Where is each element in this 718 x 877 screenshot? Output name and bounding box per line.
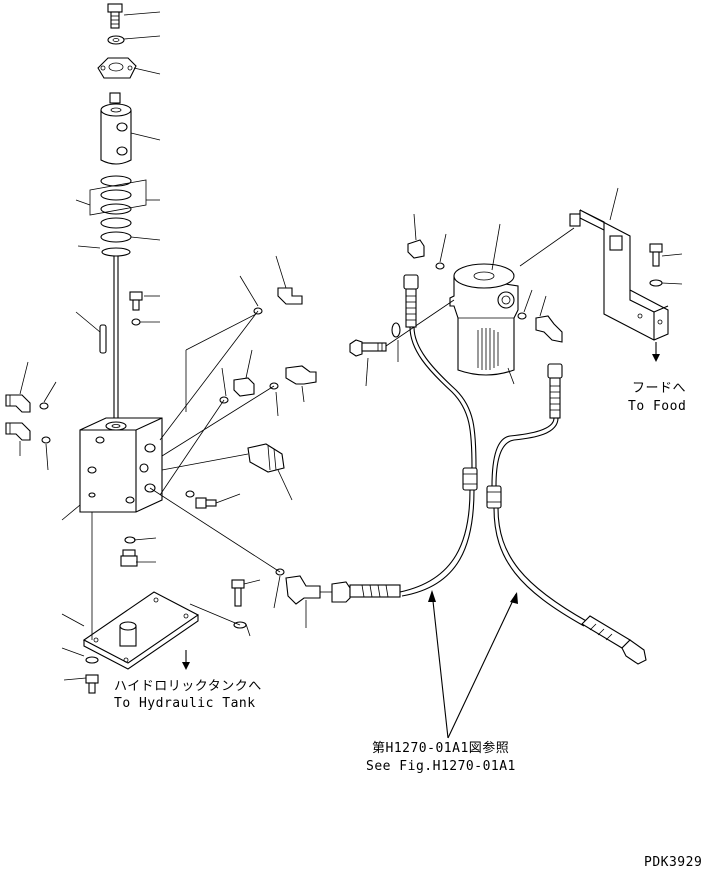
base-washer xyxy=(85,656,99,664)
small-bolt-mid xyxy=(195,497,217,509)
ref-arrow-2-head xyxy=(510,592,518,604)
check-valve xyxy=(247,443,285,473)
small-pin xyxy=(99,324,107,354)
top-washer xyxy=(107,35,125,45)
hose-coupling-2 xyxy=(486,485,502,509)
filter-bolt-line xyxy=(385,299,455,347)
o-ring-mid xyxy=(185,490,195,498)
assembly-line-1 xyxy=(159,310,259,441)
valve-spool-cylinder xyxy=(100,92,132,165)
flange-plate xyxy=(97,57,137,79)
elbow-top-right xyxy=(253,287,303,315)
hose-2-lower-inner xyxy=(497,507,589,623)
filter-mount-bolt xyxy=(349,339,387,387)
assembly-line-3 xyxy=(185,313,257,351)
valve-block xyxy=(79,417,163,513)
bracket-bolt xyxy=(649,243,683,267)
assembly-line-5 xyxy=(161,453,249,471)
long-rod xyxy=(113,256,119,430)
hose-1-lower-inner xyxy=(401,489,475,597)
hydraulic-filter xyxy=(449,223,519,385)
base-bolt xyxy=(85,674,99,694)
o-ring-small xyxy=(131,318,141,326)
drawing-code: PDK3929 xyxy=(644,855,702,870)
ref-note-en: See Fig.H1270-01A1 xyxy=(366,759,516,774)
leader-lines-middle xyxy=(215,255,307,637)
side-bolt xyxy=(231,579,245,607)
spring-stack xyxy=(89,175,147,257)
o-ring-lower xyxy=(124,536,136,544)
hose-end-fitting-right xyxy=(581,615,647,665)
hose-2-lower-outer xyxy=(493,507,585,627)
assembly-line-7 xyxy=(159,399,225,496)
bracket-link-line xyxy=(519,227,575,267)
tank-note-en: To Hydraulic Tank xyxy=(114,696,256,711)
hood-arrow-head xyxy=(652,354,660,362)
hose-2-upper-inner xyxy=(495,417,559,487)
filter-elbow xyxy=(407,213,447,270)
base-plate xyxy=(82,591,200,670)
assembly-line-4 xyxy=(161,385,275,457)
tank-arrow-head xyxy=(182,662,190,670)
assembly-line-6 xyxy=(149,487,281,573)
small-bolt-upper xyxy=(129,291,143,311)
hose-1-lower-outer xyxy=(399,489,471,593)
ref-arrow-2-line xyxy=(447,593,517,739)
hood-note-jp: フードへ xyxy=(632,381,686,396)
hose-fitting-right xyxy=(547,363,563,419)
elbow-mid-right xyxy=(269,365,317,390)
lower-elbow xyxy=(275,568,321,605)
filter-bracket xyxy=(569,187,669,341)
left-elbow-upper xyxy=(5,394,49,413)
left-elbow-lower xyxy=(5,422,51,444)
assembly-line-8 xyxy=(189,603,241,626)
top-bolt xyxy=(107,3,123,29)
hood-note-en: To Food xyxy=(628,399,686,414)
filter-side-elbow xyxy=(517,289,563,343)
ref-arrow-1-line xyxy=(431,591,449,739)
hose-fitting-top xyxy=(403,274,419,328)
plug-lower xyxy=(120,549,138,567)
bracket-washer xyxy=(649,279,683,287)
hose-1-outer xyxy=(409,326,473,469)
filter-mount-washer xyxy=(391,322,401,362)
hose-1-inner xyxy=(413,326,477,469)
tank-note-jp: ハイドロリックタンクへ xyxy=(114,679,262,694)
connector-a xyxy=(219,377,255,404)
hose-coupling-1 xyxy=(462,467,478,491)
hose-end-fitting-left xyxy=(331,581,401,603)
hose-2-upper-outer xyxy=(491,417,555,487)
filter-hatch xyxy=(477,328,499,370)
ref-arrow-1-head xyxy=(428,590,436,602)
ref-note-jp: 第H1270-01A1図参照 xyxy=(372,740,509,756)
leader-lines-left xyxy=(19,11,161,681)
